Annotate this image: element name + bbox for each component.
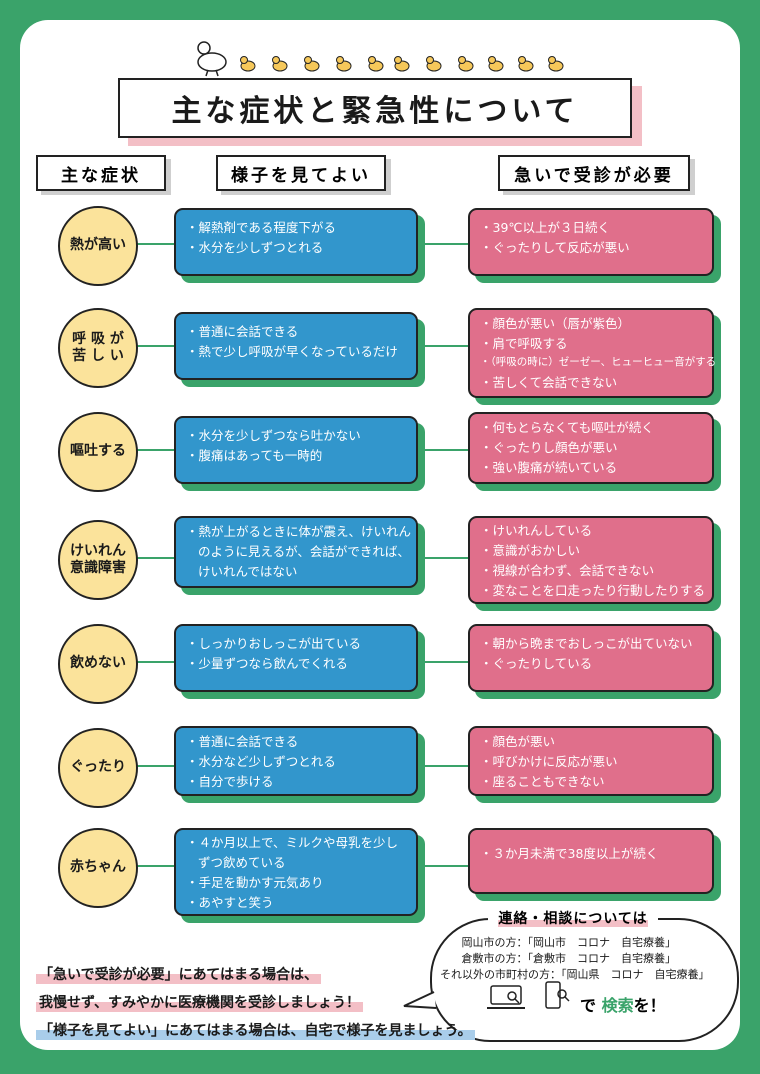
contact-kurashiki-city: 倉敷市の方：「倉敷市 コロナ 自宅療養」 — [461, 952, 677, 965]
symptom-convulsion: けいれん意識障害 — [58, 520, 138, 600]
column-header-urgent: 急いで受診が必要 — [498, 155, 690, 191]
search-cta: で 検索を！ — [580, 996, 666, 1015]
urgent-box-vomiting: ・何もとらなくても嘔吐が続く・ぐったりし顔色が悪い・強い腹痛が続いている — [468, 412, 714, 484]
bird-decoration-icon — [197, 41, 564, 77]
watch-box-baby: ・４か月以上で、ミルクや母乳を少しずつ飲めている・手足を動かす元気あり・あやすと… — [174, 828, 418, 916]
symptom-limp: ぐったり — [58, 728, 138, 808]
urgent-box-baby: ・３か月未満で38度以上が続く — [468, 828, 714, 894]
watch-box-breathing: ・普通に会話できる・熱で少し呼吸が早くなっているだけ — [174, 312, 418, 380]
laptop-icon — [487, 985, 525, 1009]
urgent-box-limp: ・顔色が悪い・呼びかけに反応が悪い・座ることもできない — [468, 726, 714, 796]
symptom-vomiting: 嘔吐する — [58, 412, 138, 492]
column-header-watch: 様子を見てよい — [216, 155, 386, 191]
contact-other: それ以外の市町村の方：「岡山県 コロナ 自宅療養」 — [440, 968, 710, 981]
symptom-breathing: 呼 吸 が苦 し い — [58, 308, 138, 388]
symptom-cannot-drink: 飲めない — [58, 624, 138, 704]
urgent-box-breathing: ・顔色が悪い（唇が紫色）・肩で呼吸する ・（呼吸の時に）ゼーゼー、ヒューヒュー音… — [468, 308, 716, 398]
symptom-baby: 赤ちゃん — [58, 828, 138, 908]
urgent-message-line2: 我慢せず、すみやかに医療機関を受診しましょう！ — [36, 992, 364, 1012]
contact-title: 連絡・相談については — [488, 908, 658, 928]
watch-box-convulsion: ・熱が上がるときに体が震え、けいれんのように見えるが、会話ができれば、けいれんで… — [174, 516, 418, 588]
watch-box-limp: ・普通に会話できる・水分など少しずつとれる・自分で歩ける — [174, 726, 418, 796]
column-header-symptom: 主な症状 — [36, 155, 166, 191]
smartphone-icon — [545, 981, 570, 1009]
speech-tail-icon — [403, 991, 437, 1009]
watch-box-fever: ・解熱剤である程度下がる・水分を少しずつとれる — [174, 208, 418, 276]
urgent-box-fever: ・39℃以上が３日続く・ぐったりして反応が悪い — [468, 208, 714, 276]
watch-box-cannot-drink: ・しっかりおしっこが出ている・少量ずつなら飲んでくれる — [174, 624, 418, 692]
urgent-message-line1: 「急いで受診が必要」にあてはまる場合は、 — [36, 964, 322, 984]
contact-bubble — [430, 918, 739, 1042]
watch-message: 「様子を見てよい」にあてはまる場合は、自宅で様子を見ましょう。 — [36, 1020, 475, 1040]
urgent-box-convulsion: ・けいれんしている・意識がおかしい・視線が合わず、会話できない・変なことを口走っ… — [468, 516, 714, 604]
contact-okayama-city: 岡山市の方：「岡山市 コロナ 自宅療養」 — [461, 936, 677, 949]
symptom-fever: 熱が高い — [58, 206, 138, 286]
watch-box-vomiting: ・水分を少しずつなら吐かない・腹痛はあっても一時的 — [174, 416, 418, 484]
urgent-box-cannot-drink: ・朝から晩までおしっこが出ていない・ぐったりしている — [468, 624, 714, 692]
page-title: 主な症状と緊急性について — [118, 78, 632, 138]
